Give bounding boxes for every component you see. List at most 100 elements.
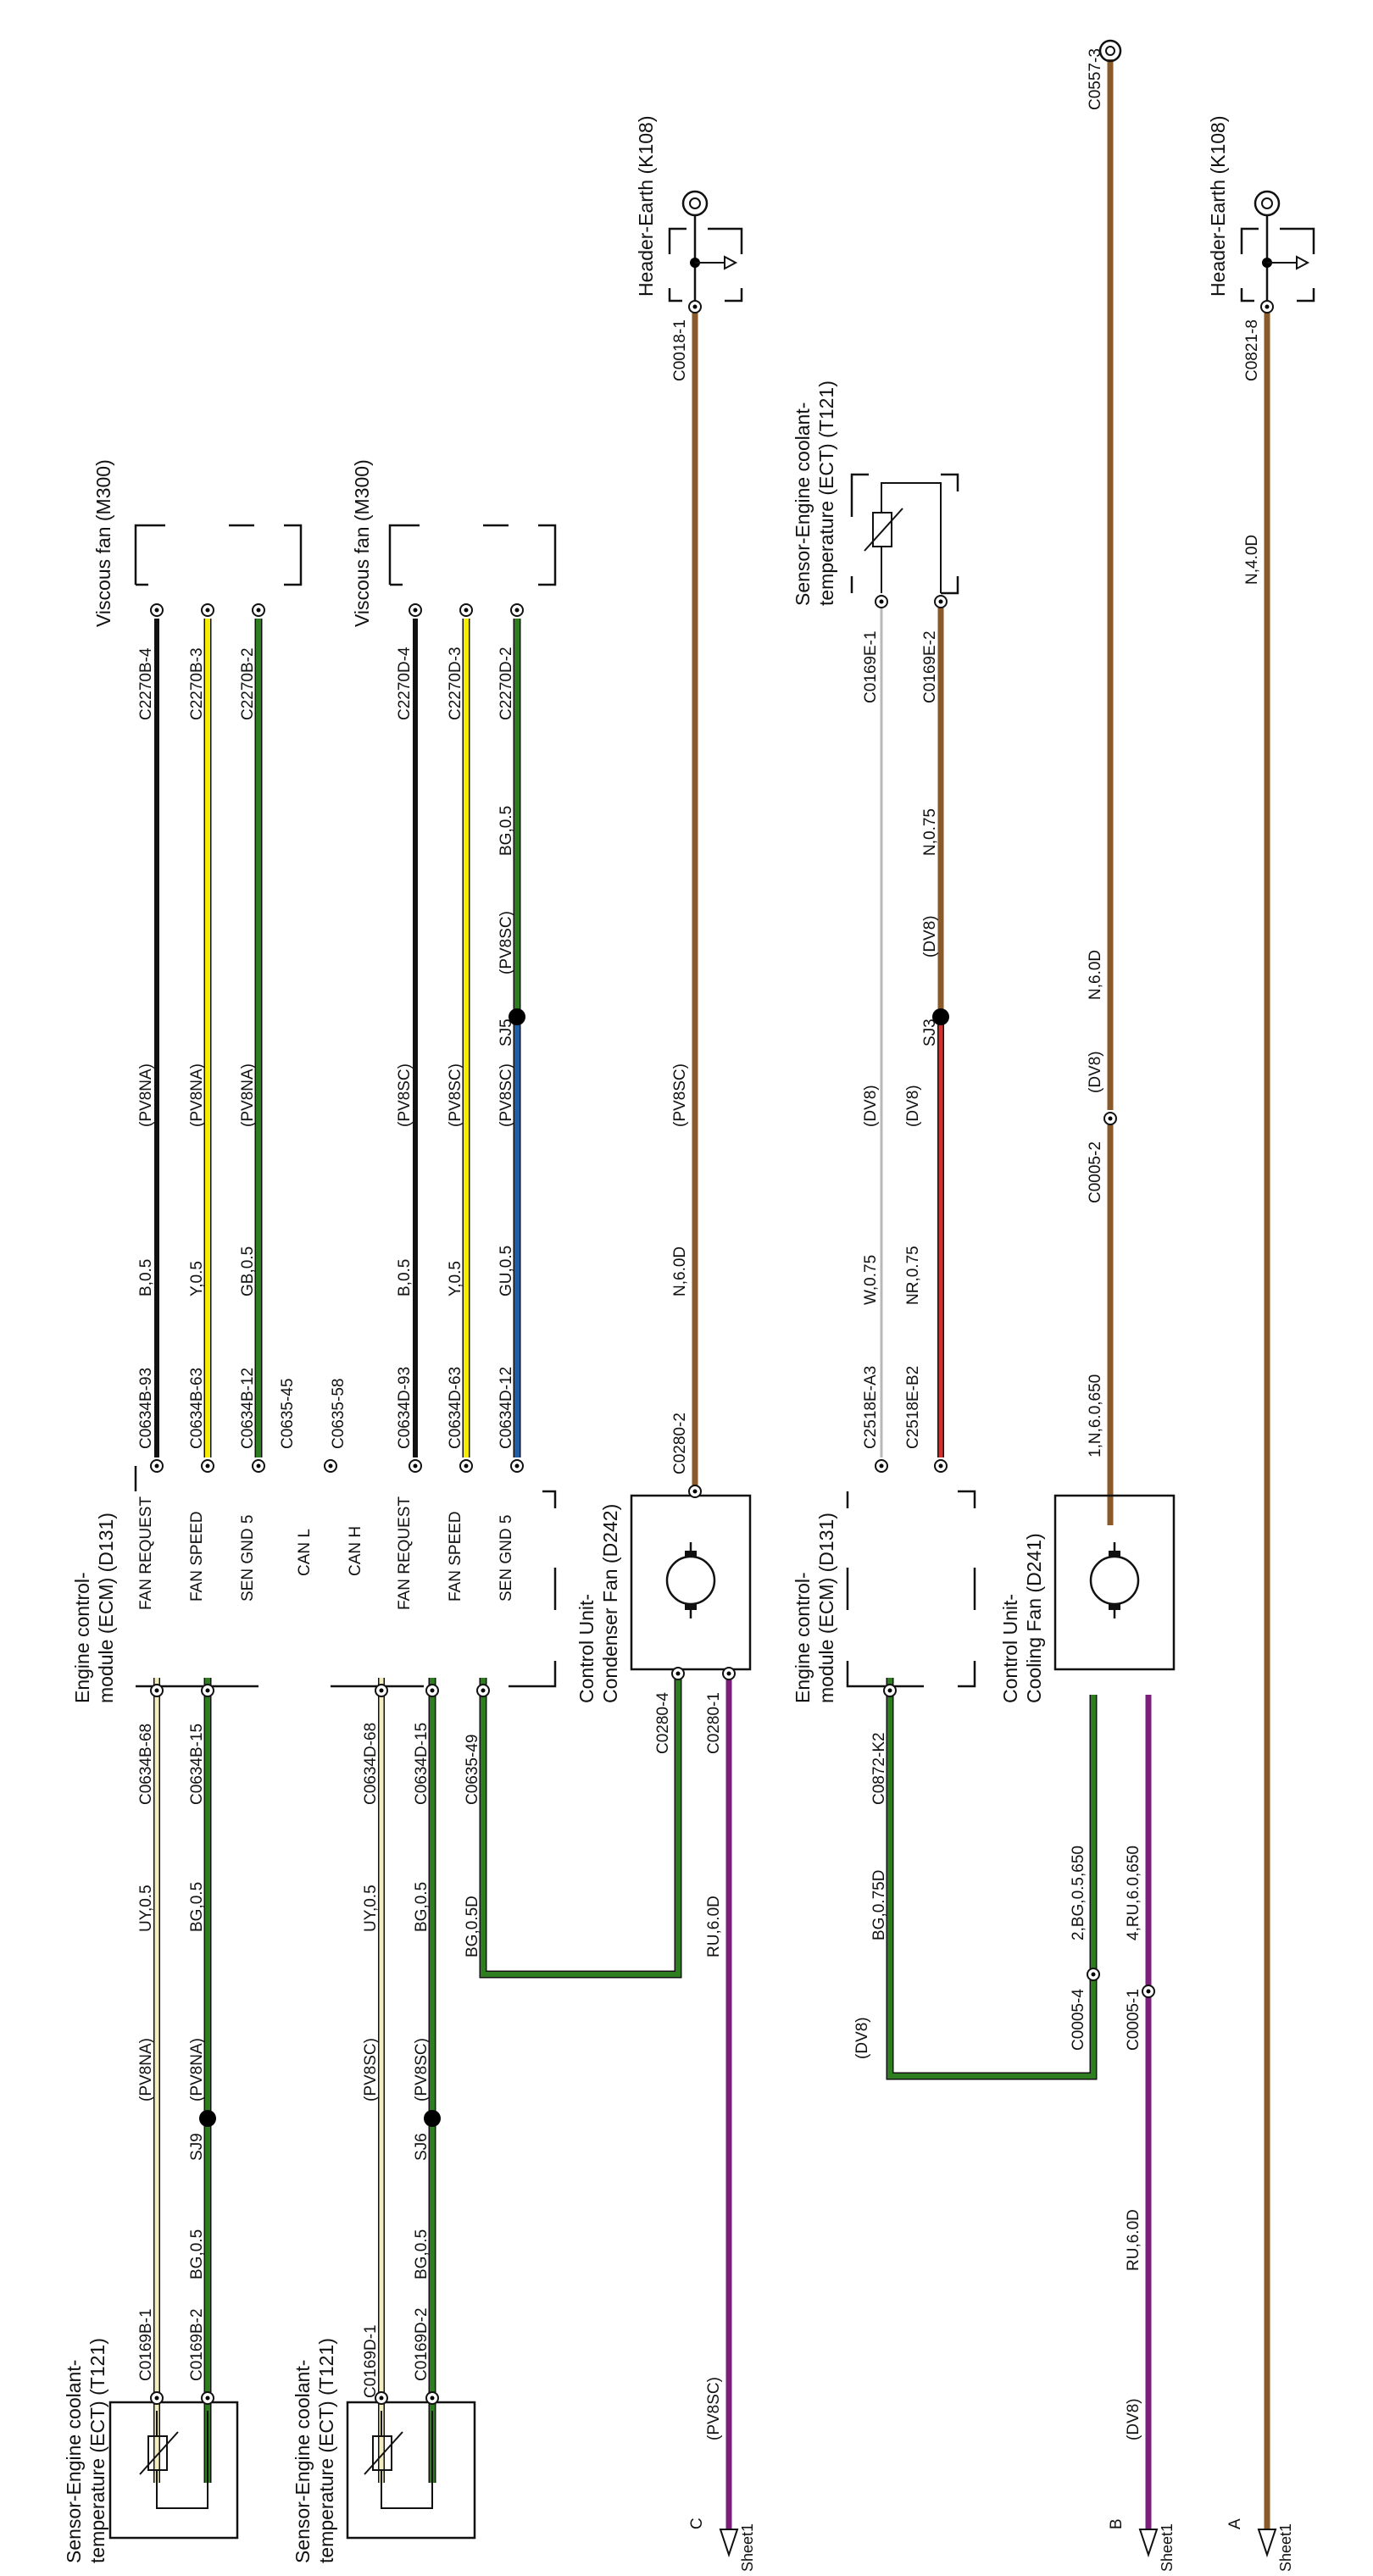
header-earth-1-title: Header-Earth (K108): [635, 116, 657, 297]
wire-label-n60d-c0557: N,6.0D: [1087, 950, 1104, 1000]
sheet-ref-b-letter: B: [1108, 2518, 1126, 2529]
wire-label-bg05-1: BG,0.5: [188, 1882, 206, 1932]
conn-c0635-58: C0635-58: [330, 1379, 347, 1449]
conn-c0634b-12: C0634B-12: [239, 1368, 257, 1449]
variant-dv8-2: (DV8): [904, 1085, 922, 1127]
pin-c0634d-12: [510, 1459, 524, 1473]
splice-sj5: [509, 1008, 525, 1025]
variant-pv8sc-1: (PV8SC): [396, 1063, 414, 1127]
sheet-a-arrow: [1257, 2529, 1277, 2558]
pin-c0005-4: [1087, 1968, 1100, 1981]
cooling-fan-motor-icon: [1089, 1542, 1140, 1618]
conn-c0005-4: C0005-4: [1070, 1989, 1087, 2051]
c0557-3-terminal: [1098, 39, 1122, 63]
pin-label-can-h: CAN H: [347, 1526, 364, 1576]
variant-pv8sc-4: (PV8SC): [498, 911, 515, 974]
variant-pv8sc-c: (PV8SC): [705, 2377, 723, 2440]
sheet-c-arrow: [719, 2529, 739, 2558]
conn-c0634b-15: C0634B-15: [188, 1724, 206, 1805]
pin-c0169e-2: [934, 595, 948, 608]
pin-label-fan-speed-2: FAN SPEED: [447, 1511, 464, 1602]
wire-label-n60d-cond: N,6.0D: [671, 1246, 689, 1296]
conn-c2270b-2: C2270B-2: [239, 647, 257, 720]
wire-label-bg05-2: BG,0.5: [413, 1882, 431, 1932]
pin-c0635-45: [324, 1459, 337, 1473]
ect1-title: Sensor-Engine coolant-temperature (ECT) …: [63, 2338, 108, 2563]
wire-label-ru60-650: 4,RU,6.0,650: [1125, 1846, 1142, 1940]
pin-c0280-1: [722, 1667, 736, 1680]
conn-c0635-49: C0635-49: [464, 1735, 481, 1805]
pin-c2270d-2: [510, 603, 524, 617]
conn-c0872-k2: C0872-K2: [870, 1732, 888, 1805]
sheet-ref-c-sheet: Sheet1: [739, 2523, 756, 2572]
sheet-ref-a-letter: A: [1226, 2518, 1244, 2529]
pin-c0634d-68: [375, 1684, 388, 1697]
pin-c0169e-1: [875, 595, 888, 608]
wire-label-ru60d-b: RU,6.0D: [1125, 2209, 1142, 2271]
pin-c0634b-12: [252, 1459, 265, 1473]
pin-c0280-2: [688, 1485, 702, 1498]
conn-c0280-1: C0280-1: [705, 1692, 723, 1754]
ecm-bottom-title: Engine control-module (ECM) (D131): [792, 1513, 837, 1703]
viscous-fan-2-title: Viscous fan (M300): [351, 459, 373, 627]
pin-c2518e-b2: [934, 1459, 948, 1473]
pin-c0634b-93: [150, 1459, 164, 1473]
splice-label-sj9: SJ9: [188, 2133, 206, 2161]
conn-c2270b-4: C2270B-4: [137, 647, 155, 720]
splice-sj6: [424, 2110, 441, 2127]
wire-label-bg05-top: BG,0.5: [498, 806, 515, 856]
cooling-fan-title: Control Unit-Cooling Fan (D241): [999, 1533, 1045, 1703]
ecm-bottom-box: [846, 1490, 976, 1688]
wire-label-bg05-1b: BG,0.5: [188, 2229, 206, 2279]
ect3-box: [850, 473, 959, 595]
pin-c2270b-3: [201, 603, 214, 617]
wire-label-b05: B,0.5: [137, 1259, 155, 1296]
sheet-b-arrow: [1138, 2529, 1159, 2558]
wire-bg075d-inner: [887, 1678, 1096, 2079]
ect2-title: Sensor-Engine coolant-temperature (ECT) …: [292, 2338, 337, 2563]
ect2-thermistor: [364, 2411, 433, 2509]
wire-bg05d: [479, 1678, 682, 1979]
ect3-thermistor: [864, 482, 942, 593]
wire-label-n60-650: 1,N,6.0,650: [1087, 1374, 1104, 1457]
conn-c0169e-2: C0169E-2: [921, 630, 939, 703]
pin-c0634b-63: [201, 1459, 214, 1473]
pin-c0634d-63: [459, 1459, 473, 1473]
sheet-ref-c-letter: C: [688, 2518, 706, 2529]
pin-label-sen-gnd-5-2: SEN GND 5: [498, 1515, 515, 1602]
variant-pv8na-1: (PV8NA): [137, 1063, 155, 1127]
conn-c0634d-93: C0634D-93: [396, 1367, 414, 1449]
pin-c0005-2: [1103, 1112, 1117, 1125]
conn-c0557-3: C0557-3: [1087, 48, 1104, 110]
conn-c0169e-1: C0169E-1: [862, 630, 880, 703]
conn-c0005-2: C0005-2: [1087, 1141, 1104, 1203]
variant-pv8na-4: (PV8NA): [137, 2038, 155, 2101]
conn-c0634d-68: C0634D-68: [362, 1723, 380, 1805]
wire-label-uy05-2: UY,0.5: [362, 1885, 380, 1932]
wire-bg075d: [886, 1678, 1098, 2080]
variant-dv8-1: (DV8): [862, 1085, 880, 1127]
wire-label-gu05: GU,0.5: [498, 1246, 515, 1296]
variant-pv8na-5: (PV8NA): [188, 2038, 206, 2101]
pin-c2270b-2: [252, 603, 265, 617]
pin-label-fan-request: FAN REQUEST: [137, 1496, 155, 1610]
splice-label-sj6: SJ6: [413, 2133, 431, 2161]
variant-pv8sc-5: (PV8SC): [362, 2038, 380, 2101]
ect2-box: [346, 2401, 476, 2540]
variant-pv8na-2: (PV8NA): [188, 1063, 206, 1127]
splice-label-sj3: SJ3: [921, 1019, 939, 1046]
splice-sj9: [199, 2110, 216, 2127]
conn-c0821-8: C0821-8: [1243, 319, 1261, 381]
wire-label-gb05: GB,0.5: [239, 1246, 257, 1296]
wire-label-n075: N,0.75: [921, 808, 939, 856]
conn-c2270d-2: C2270D-2: [498, 647, 515, 720]
conn-c2518e-b2: C2518E-B2: [904, 1366, 922, 1449]
wire-label-y05: Y,0.5: [188, 1261, 206, 1296]
pin-c0169b-2: [201, 2391, 214, 2405]
pin-c2518e-a3: [875, 1459, 888, 1473]
wire-label-nr075: NR,0.75: [904, 1246, 922, 1305]
wire-label-n40d: N,4.0D: [1243, 535, 1261, 585]
variant-pv8sc-2: (PV8SC): [447, 1063, 464, 1127]
conn-c0169d-2: C0169D-2: [413, 2307, 431, 2381]
